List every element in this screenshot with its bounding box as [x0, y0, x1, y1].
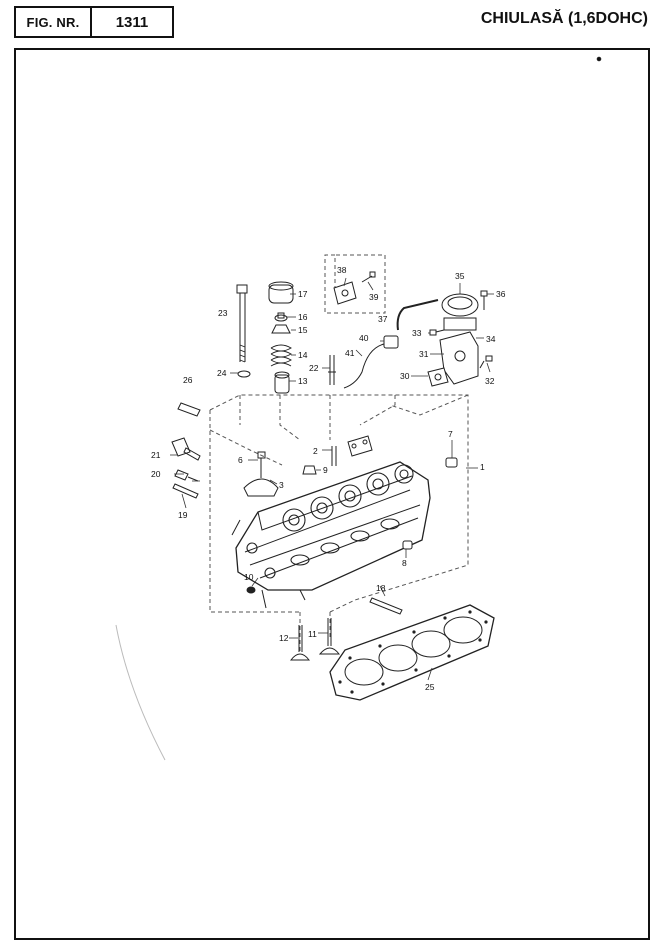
callout-19: 19 [178, 510, 188, 520]
callout-39: 39 [369, 292, 379, 302]
stud-short [172, 483, 199, 499]
bearing-cap [243, 478, 279, 497]
valve-spring [270, 344, 292, 367]
callout-14: 14 [298, 350, 308, 360]
callout-9: 9 [323, 465, 328, 475]
leader-lines [170, 277, 494, 681]
callout-numbers: 1 2 3 6 7 8 9 10 11 12 13 14 15 16 17 18… [151, 265, 506, 692]
figure-label: FIG. NR. [16, 8, 92, 36]
callout-31: 31 [419, 349, 429, 359]
egr-gasket [427, 367, 449, 387]
nut [302, 465, 317, 475]
pin [331, 446, 337, 466]
callout-36: 36 [496, 289, 506, 299]
callout-40: 40 [359, 333, 369, 343]
callout-32: 32 [485, 376, 495, 386]
figure-number-box: FIG. NR. 1311 [14, 6, 174, 38]
callout-26: 26 [183, 375, 193, 385]
bolt [257, 451, 266, 478]
valve-intake [318, 618, 341, 655]
callout-23: 23 [218, 308, 228, 318]
callout-17: 17 [298, 289, 308, 299]
tappet [268, 281, 294, 304]
egr-pipe [396, 299, 439, 331]
callout-2: 2 [313, 446, 318, 456]
callout-15: 15 [298, 325, 308, 335]
callout-8: 8 [402, 558, 407, 568]
cylinder-head [231, 461, 431, 609]
valve-key [274, 312, 288, 322]
bolt-32 [479, 355, 493, 369]
washer [237, 370, 251, 378]
plug-bottom [246, 586, 256, 594]
temperature-sender [174, 469, 199, 482]
bearing-cap-front [347, 435, 373, 457]
head-bolt [236, 284, 248, 363]
bolt-33 [429, 329, 445, 336]
callout-37: 37 [378, 314, 388, 324]
callout-13: 13 [298, 376, 308, 386]
callout-3: 3 [279, 480, 284, 490]
callout-38: 38 [337, 265, 347, 275]
head-gasket [329, 604, 495, 701]
screw [361, 271, 376, 283]
plug-small [402, 540, 413, 550]
callout-24: 24 [217, 368, 227, 378]
valve-seal [274, 371, 290, 394]
egr-sensor [343, 335, 399, 389]
stud-long [369, 597, 403, 615]
callout-7: 7 [448, 429, 453, 439]
dowel-pin [177, 402, 201, 417]
callout-6: 6 [238, 455, 243, 465]
callout-1: 1 [480, 462, 485, 472]
dot-mark [596, 56, 602, 62]
gasket-plate [333, 281, 357, 305]
bolt-egr [480, 290, 488, 310]
egr-valve [441, 293, 479, 331]
valve-exhaust [289, 625, 311, 661]
spring-retainer [271, 324, 291, 334]
callout-12: 12 [279, 633, 289, 643]
stud [328, 355, 336, 385]
callout-30: 30 [400, 371, 410, 381]
callout-21: 21 [151, 450, 161, 460]
callout-22: 22 [309, 363, 319, 373]
callout-41: 41 [345, 348, 355, 358]
assembly-outline [209, 254, 469, 660]
callout-18: 18 [376, 583, 386, 593]
callout-16: 16 [298, 312, 308, 322]
callout-34: 34 [486, 334, 496, 344]
callout-11: 11 [308, 629, 317, 639]
page-title: CHIULASĂ (1,6DOHC) [480, 10, 648, 27]
diagram-frame [14, 48, 650, 940]
callout-20: 20 [151, 469, 161, 479]
callout-35: 35 [455, 271, 465, 281]
figure-number: 1311 [115, 13, 149, 31]
scan-arc [115, 624, 166, 761]
callout-25: 25 [425, 682, 435, 692]
temperature-sensor [171, 437, 201, 461]
callout-33: 33 [412, 328, 422, 338]
plug [445, 457, 458, 468]
callout-10: 10 [244, 572, 254, 582]
